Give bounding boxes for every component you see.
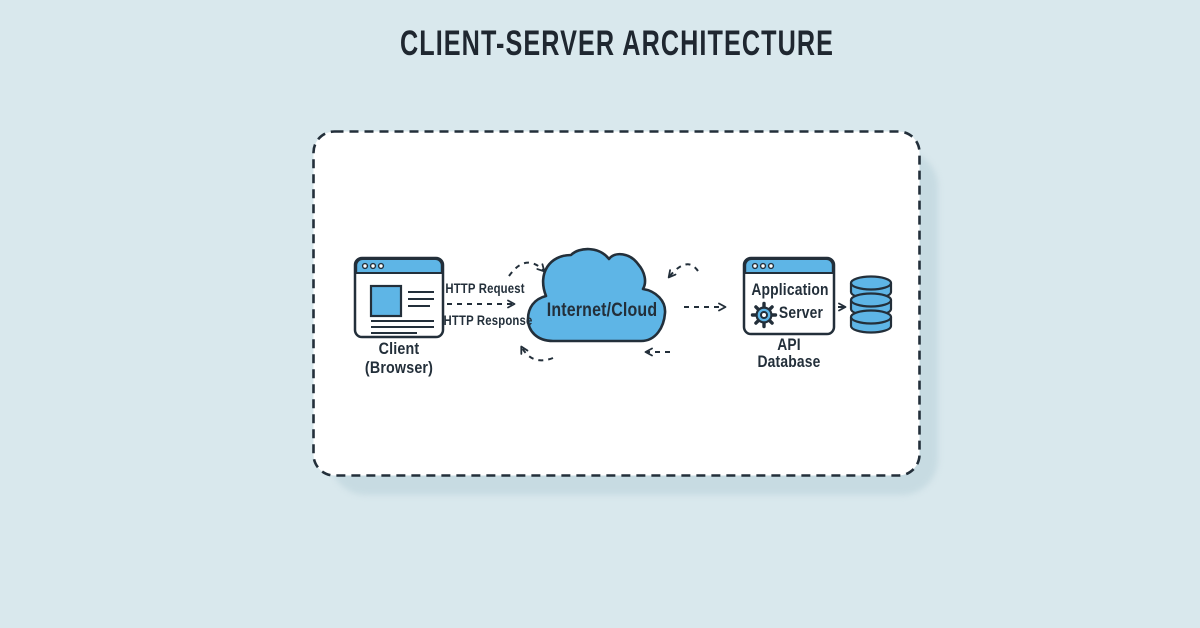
window-dot (377, 262, 385, 270)
http-arrows (447, 261, 554, 362)
window-dot (361, 262, 369, 270)
cloud-label: Internet/Cloud (546, 300, 658, 321)
page-title: CLIENT-SERVER ARCHITECTURE (399, 24, 835, 63)
image-placeholder (369, 284, 403, 318)
database-icon (849, 275, 893, 334)
server-window-label-line2: Server (778, 304, 824, 322)
browser-window-icon (353, 256, 445, 339)
gear-icon (750, 301, 778, 329)
window-dot (369, 262, 377, 270)
api-label-line2: Database (757, 353, 821, 371)
server-titlebar (744, 258, 834, 274)
browser-titlebar (355, 258, 443, 274)
server-window-label-line1: Application (751, 281, 829, 299)
app-window-icon (742, 256, 836, 336)
client-label-line1: Client (378, 339, 420, 358)
api-label-line1: API (777, 336, 801, 354)
cloud-icon (526, 247, 667, 343)
curve-into-cloud-top-left-arrow (508, 261, 546, 277)
curve-into-cloud-top-right-arrow (667, 263, 699, 279)
curve-out-of-cloud-bottom-left-arrow (520, 345, 554, 362)
api-database-label: API Database (758, 337, 821, 371)
cloud-server-arrows (644, 263, 727, 357)
text-lines (371, 291, 434, 334)
db-disk (849, 275, 893, 300)
http-request-label: HTTP Request (445, 281, 525, 296)
client-label: Client (Browser) (365, 339, 433, 377)
window-dot (767, 262, 775, 270)
window-dot (759, 262, 767, 270)
http-response-label: HTTP Response (443, 313, 533, 328)
db-disk (849, 309, 893, 334)
window-dot (751, 262, 759, 270)
client-label-line2: (Browser) (364, 358, 434, 377)
